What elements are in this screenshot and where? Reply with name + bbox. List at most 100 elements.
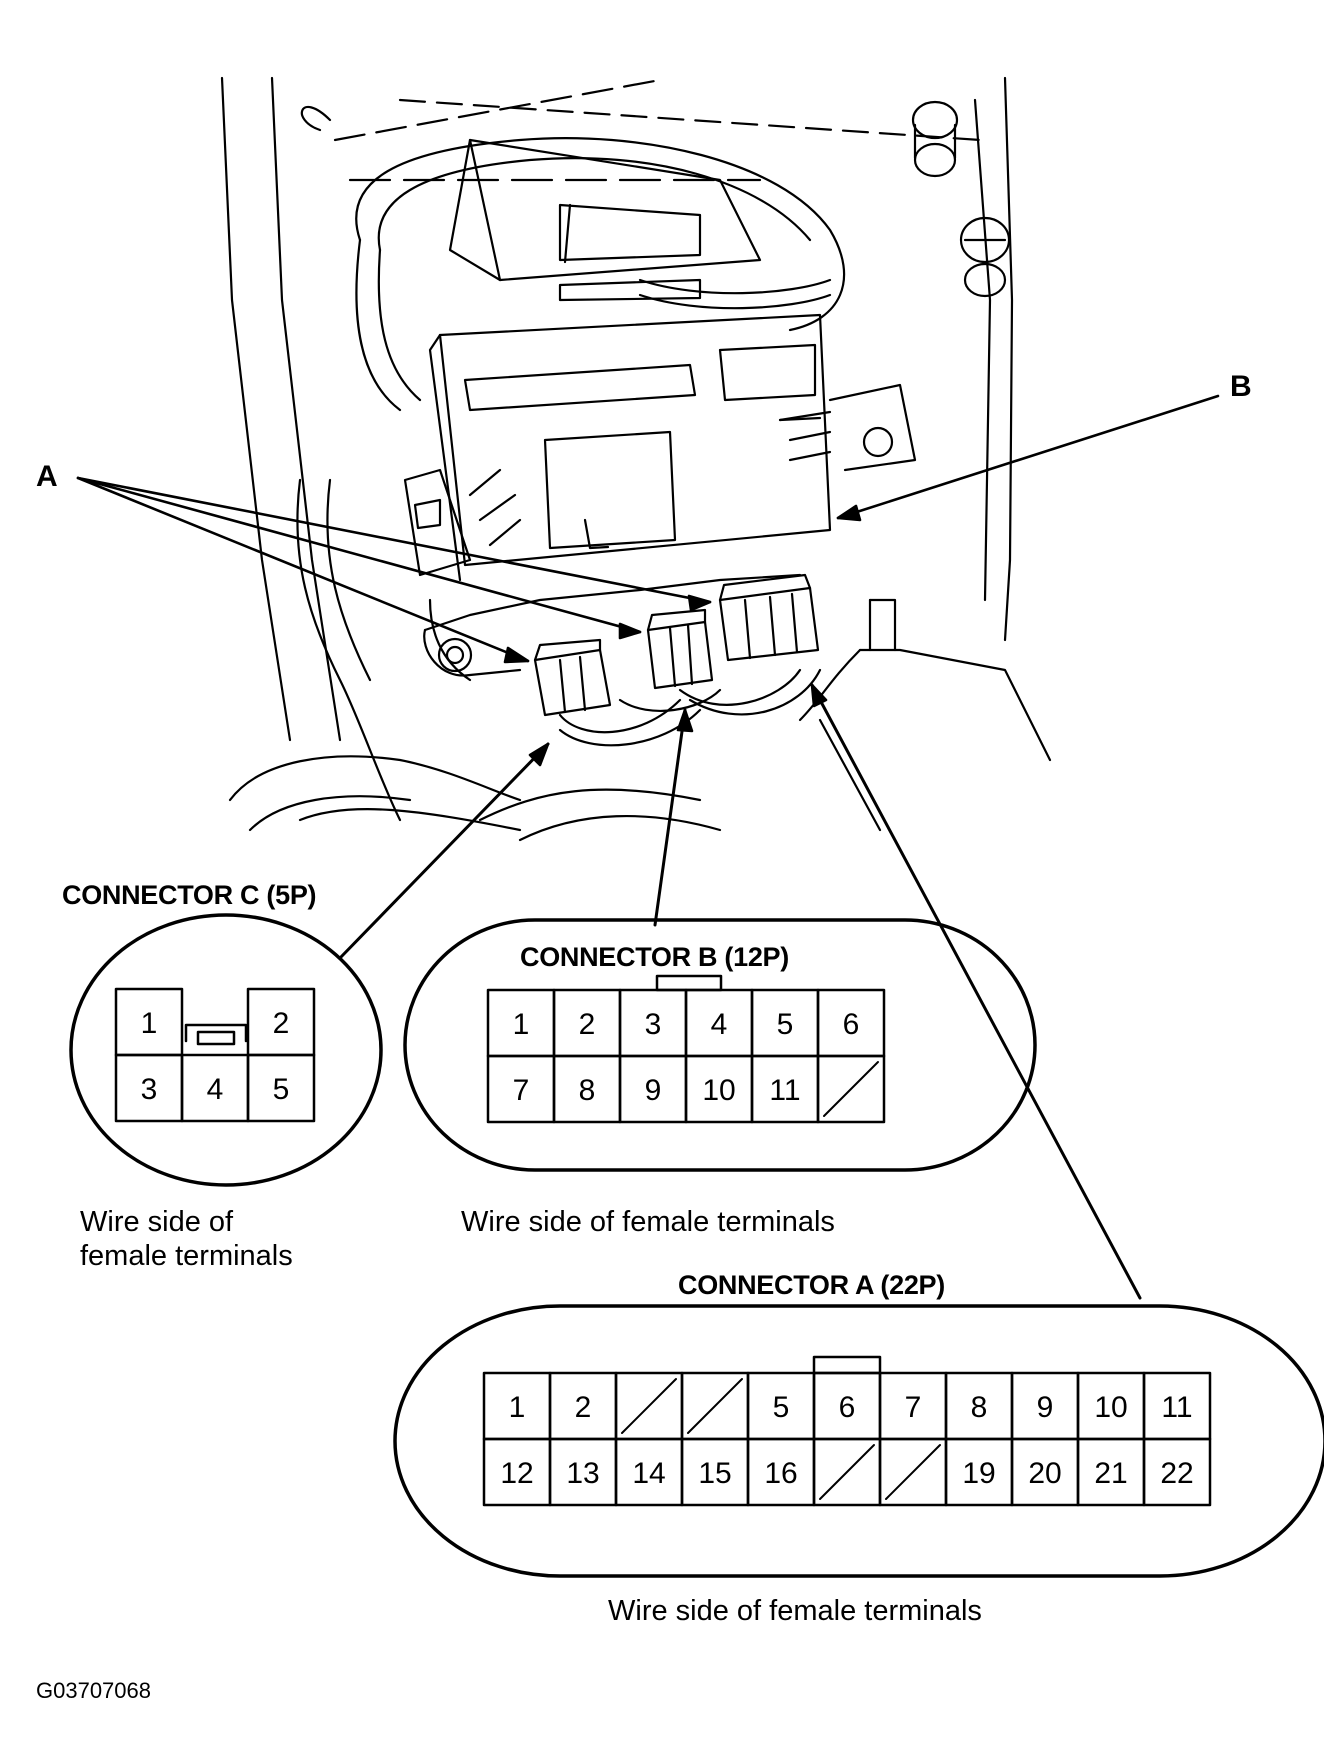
connector-c-cavity: 2 [246, 987, 316, 1057]
connector-a-cavity: 8 [944, 1371, 1014, 1441]
pin-number: 19 [962, 1457, 995, 1490]
connector-a-cavity [680, 1371, 750, 1441]
pin-number: 5 [777, 1008, 794, 1041]
connector-b-cavity: 10 [684, 1054, 754, 1124]
pin-number: 3 [645, 1008, 662, 1041]
callout-b-label: B [1230, 370, 1252, 403]
connector-a-cavity: 11 [1142, 1371, 1212, 1441]
pin-number: 4 [711, 1008, 728, 1041]
pin-number: 20 [1028, 1457, 1061, 1490]
pin-number: 10 [1094, 1391, 1127, 1424]
pin-number: 13 [566, 1457, 599, 1490]
connector-b-cavity: 6 [816, 988, 886, 1058]
connector-a-cavity: 12 [482, 1437, 552, 1507]
connector-a-cavity: 1 [482, 1371, 552, 1441]
connector-b-cavity: 2 [552, 988, 622, 1058]
panel-clip-upper [911, 100, 1011, 298]
pin-number: 12 [500, 1457, 533, 1490]
connector-a-caption: Wire side of female terminals [608, 1595, 982, 1627]
vehicle-panel-drawing [220, 76, 1052, 842]
connector-a-title: CONNECTOR A (22P) [678, 1270, 945, 1300]
connector-a-cavity: 15 [680, 1437, 750, 1507]
pin-number: 21 [1094, 1457, 1127, 1490]
connector-c-outline [69, 913, 383, 1187]
pin-number: 1 [141, 1007, 158, 1040]
connector-a-outline [393, 1304, 1324, 1578]
connector-b-cavity: 3 [618, 988, 688, 1058]
pin-number: 2 [579, 1008, 596, 1041]
plugged-connector-b [646, 608, 714, 690]
pin-number: 8 [971, 1391, 988, 1424]
connector-b-cavity: 1 [486, 988, 556, 1058]
connector-a-cavity: 20 [1010, 1437, 1080, 1507]
figure-code: G03707068 [36, 1678, 151, 1703]
pin-number: 7 [905, 1391, 922, 1424]
callout-leaders [76, 394, 1220, 1300]
pin-number: 1 [509, 1391, 526, 1424]
connector-a-cavity: 16 [746, 1437, 816, 1507]
pin-number: 6 [839, 1391, 856, 1424]
connector-c-cavity: 3 [114, 1053, 184, 1123]
callout-a-label: A [36, 460, 58, 493]
pin-number: 6 [843, 1008, 860, 1041]
connector-c-caption-line2: female terminals [80, 1240, 293, 1272]
connector-b-cavity: 4 [684, 988, 754, 1058]
connector-a-cavity: 22 [1142, 1437, 1212, 1507]
pin-number: 2 [273, 1007, 290, 1040]
relay-box-upper [448, 138, 832, 310]
connector-c-cavity: 1 [114, 987, 184, 1057]
connector-b-diagram: 1 2 3 4 5 6 7 8 9 10 11 [403, 918, 1037, 1172]
connector-b-cavity: 11 [750, 1054, 820, 1124]
connector-bracket [423, 573, 802, 682]
pin-number: 11 [1161, 1391, 1192, 1424]
connector-b-cavity: 5 [750, 988, 820, 1058]
connector-c-diagram: 1 2 3 4 5 [69, 913, 383, 1187]
pin-number: 9 [645, 1074, 662, 1107]
connector-a-key [812, 1355, 882, 1375]
connector-a-cavity: 19 [944, 1437, 1014, 1507]
connector-c-cavity: 5 [246, 1053, 316, 1123]
pin-number: 1 [513, 1008, 530, 1041]
pin-number: 2 [575, 1391, 592, 1424]
pin-number: 5 [773, 1391, 790, 1424]
connector-a-cavity [812, 1437, 882, 1507]
connector-a-cavity: 10 [1076, 1371, 1146, 1441]
connector-a-cavity: 9 [1010, 1371, 1080, 1441]
pin-number: 15 [698, 1457, 731, 1490]
plugged-connector-a [718, 573, 820, 662]
pin-number: 10 [702, 1074, 735, 1107]
connector-c-caption-line1: Wire side of [80, 1206, 234, 1238]
connector-b-cavity: 7 [486, 1054, 556, 1124]
pin-number: 22 [1160, 1457, 1193, 1490]
connector-a-cavity: 5 [746, 1371, 816, 1441]
connector-b-cavity [816, 1054, 886, 1124]
pin-number: 3 [141, 1073, 158, 1106]
control-unit-b [403, 313, 917, 582]
pin-number: 7 [513, 1074, 530, 1107]
connector-a-cavity: 21 [1076, 1437, 1146, 1507]
pin-number: 5 [273, 1073, 290, 1106]
pin-number: 4 [207, 1073, 224, 1106]
connector-a-cavity: 6 [812, 1371, 882, 1441]
connector-b-caption: Wire side of female terminals [461, 1206, 835, 1238]
pin-number: 9 [1037, 1391, 1054, 1424]
connector-a-cavity: 2 [548, 1371, 618, 1441]
pin-number: 11 [769, 1074, 800, 1107]
connector-b-cavity: 8 [552, 1054, 622, 1124]
connector-c-cavity: 4 [180, 1053, 250, 1123]
plugged-connector-c [533, 638, 612, 717]
connector-a-cavity: 14 [614, 1437, 684, 1507]
pin-number: 8 [579, 1074, 596, 1107]
connector-a-cavity: 7 [878, 1371, 948, 1441]
pin-number: 14 [632, 1457, 665, 1490]
connector-a-cavity: 13 [548, 1437, 618, 1507]
connector-b-outline [403, 918, 1037, 1172]
connector-a-cavity [878, 1437, 948, 1507]
connector-c-title: CONNECTOR C (5P) [62, 880, 317, 910]
connector-b-key [655, 974, 723, 992]
connector-b-title: CONNECTOR B (12P) [520, 942, 789, 972]
connector-a-cavity [614, 1371, 684, 1441]
pin-number: 16 [764, 1457, 797, 1490]
